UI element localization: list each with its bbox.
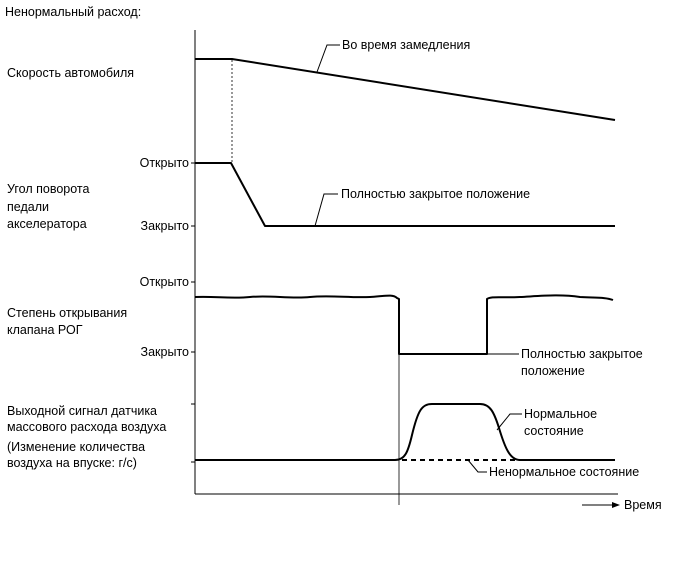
pedal-annotation: Полностью закрытое положение [341, 187, 530, 201]
maf-normal-trace [394, 403, 615, 461]
speed-annotation: Во время замедления [342, 38, 470, 52]
egr-row-label: Степень открывания клапана РОГ [7, 306, 131, 337]
egr-annotation: Полностью закрытое положение [521, 347, 646, 378]
time-axis-label: Время [624, 498, 662, 512]
pedal-trace [195, 162, 615, 227]
pedal-open-label: Открыто [140, 156, 189, 170]
diagram-title: Ненормальный расход: [5, 5, 141, 19]
maf-abnormal-leader [467, 459, 487, 473]
maf-normal-leader [496, 413, 522, 431]
speed-annotation-leader [316, 44, 340, 73]
maf-abnormal-annotation: Ненормальное состояние [489, 465, 639, 479]
speed-row-label: Скорость автомобиля [7, 66, 134, 80]
pedal-annotation-leader [314, 193, 338, 227]
egr-closed-label: Закрыто [141, 345, 189, 359]
egr-trace [194, 294, 614, 355]
time-arrow-head-icon [612, 502, 620, 508]
maf-row-label: Выходной сигнал датчика массового расход… [7, 404, 170, 470]
maf-normal-annotation: Нормальное состояние [524, 407, 601, 438]
axis-ticks [191, 162, 195, 463]
pedal-row-label: Угол поворота педали акселератора [7, 182, 93, 231]
speed-trace [195, 58, 616, 121]
pedal-closed-label: Закрыто [141, 219, 189, 233]
egr-open-label: Открыто [140, 275, 189, 289]
